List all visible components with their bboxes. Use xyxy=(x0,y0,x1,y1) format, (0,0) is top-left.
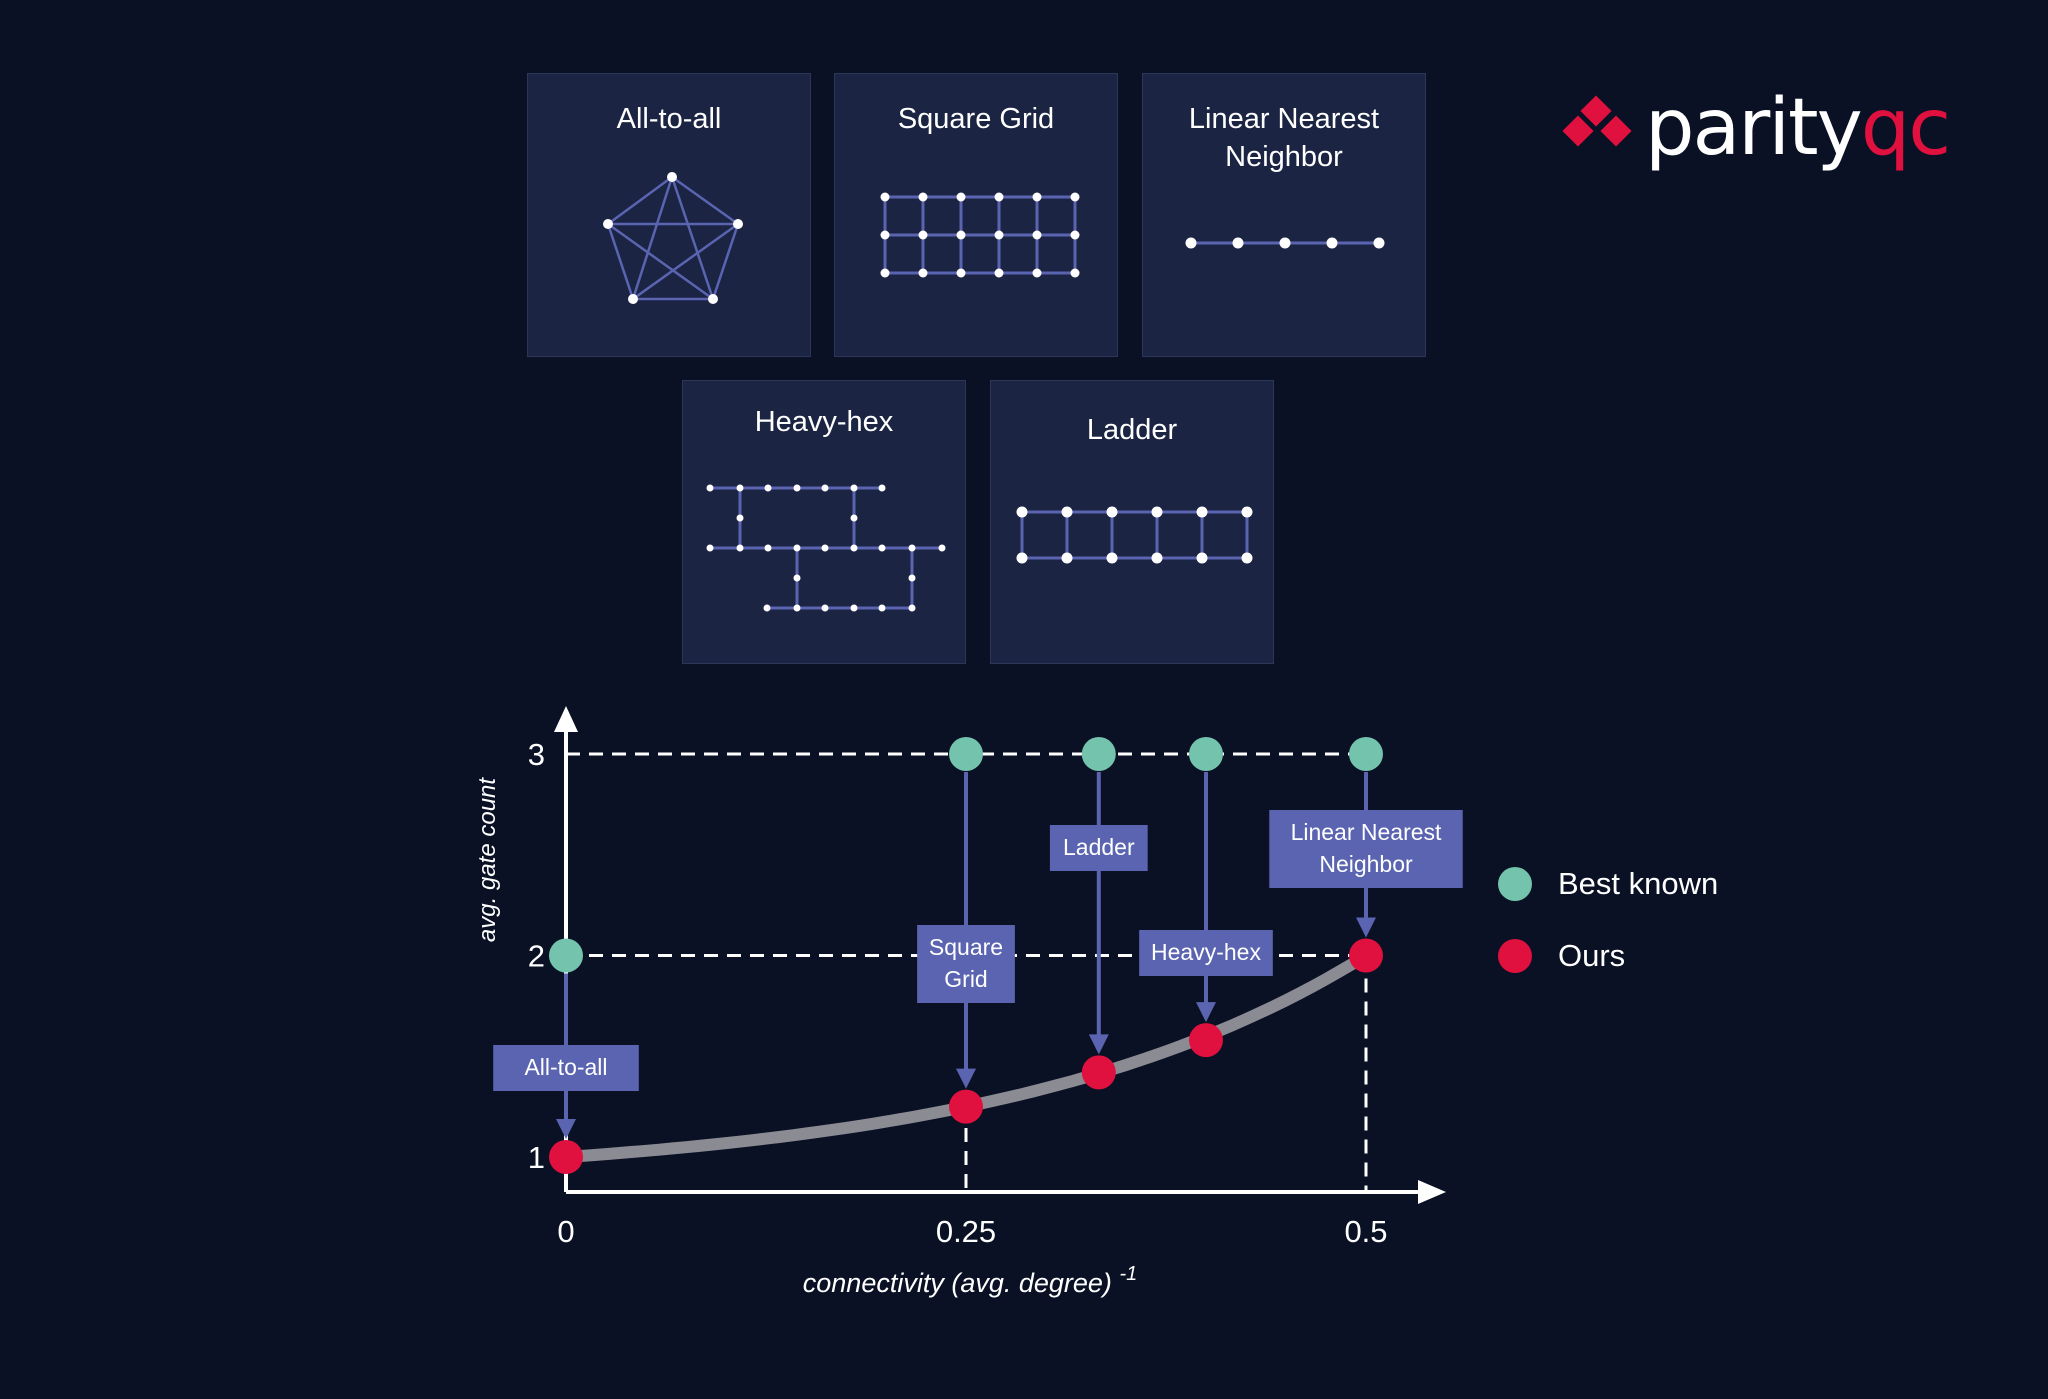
annotation-label: Neighbor xyxy=(1319,851,1413,877)
best-known-point xyxy=(1189,737,1223,771)
connector-arrow-icon xyxy=(956,1068,976,1089)
all-to-all-graph xyxy=(603,172,743,304)
y-axis-arrow-icon xyxy=(554,706,578,732)
x-axis-label-exponent: -1 xyxy=(1119,1263,1137,1285)
x-tick-label: 0.5 xyxy=(1344,1214,1387,1249)
panel-title: Ladder xyxy=(1086,414,1178,446)
y-axis-label: avg. gate count xyxy=(474,777,501,942)
brand-part1: parity xyxy=(1645,83,1863,173)
ours-point xyxy=(949,1089,983,1124)
x-axis-label: connectivity (avg. degree) -1 xyxy=(803,1263,1137,1298)
panel-title: Square Grid xyxy=(897,103,1055,135)
legend-best-known: Best known xyxy=(1495,864,1795,908)
x-tick-label: 0 xyxy=(557,1214,574,1249)
annotation-label: Square xyxy=(929,934,1003,960)
panel-ladder: Ladder xyxy=(990,380,1274,664)
legend-swatch-ours xyxy=(1498,939,1532,973)
best-known-point xyxy=(1349,737,1383,771)
ours-point xyxy=(549,1140,583,1174)
panel-title: All-to-all xyxy=(616,103,722,135)
ours-point xyxy=(1081,1055,1116,1090)
ours-point xyxy=(1189,1023,1223,1058)
legend-label-best-known: Best known xyxy=(1558,866,1719,901)
annotation-label: Linear Nearest xyxy=(1291,819,1442,845)
ours-point xyxy=(1349,938,1383,973)
panel-all-to-all: All-to-all xyxy=(527,73,811,357)
annotation-box xyxy=(917,925,1015,1003)
x-axis-arrow-icon xyxy=(1418,1180,1446,1204)
annotation-label: Grid xyxy=(944,966,987,992)
brand-part2: qc xyxy=(1860,83,1951,173)
x-axis-label-text: connectivity (avg. degree) xyxy=(803,1268,1120,1298)
diamond-logo-icon xyxy=(1562,95,1632,147)
annotation-label: All-to-all xyxy=(524,1054,607,1080)
connector-arrow-icon xyxy=(1356,917,1376,938)
panel-heavy-hex: Heavy-hex xyxy=(682,380,966,664)
annotation-box xyxy=(1269,810,1463,888)
panel-square-grid: Square Grid xyxy=(834,73,1118,357)
brand-wordmark: parityqc xyxy=(1645,88,1951,168)
connector-arrow-icon xyxy=(1088,1034,1109,1055)
panel-title: Heavy-hex xyxy=(754,406,894,438)
legend-swatch-best-known xyxy=(1498,867,1532,901)
annotation-box xyxy=(1139,930,1273,976)
annotation-box xyxy=(1049,825,1148,871)
connector-arrow-icon xyxy=(1196,1002,1216,1023)
best-known-point xyxy=(549,938,583,973)
y-tick-label: 3 xyxy=(528,737,545,772)
x-tick-label: 0.25 xyxy=(936,1214,996,1249)
annotation-box xyxy=(493,1045,639,1091)
y-tick-label: 1 xyxy=(528,1140,545,1175)
connector-arrow-icon xyxy=(556,1119,576,1139)
y-tick-label: 2 xyxy=(528,939,545,974)
best-known-point xyxy=(949,737,983,771)
best-known-point xyxy=(1081,737,1116,771)
ladder-graph xyxy=(1016,506,1253,564)
legend-ours: Ours xyxy=(1495,936,1795,980)
annotation-label: Ladder xyxy=(1063,834,1135,860)
linear-chain-graph xyxy=(1185,237,1385,249)
annotation-label: Heavy-hex xyxy=(1151,939,1261,965)
legend-label-ours: Ours xyxy=(1558,938,1626,973)
parityqc-logo: parityqc xyxy=(1555,82,1951,172)
heavy-hex-graph xyxy=(706,484,946,612)
square-grid-graph xyxy=(880,192,1080,278)
